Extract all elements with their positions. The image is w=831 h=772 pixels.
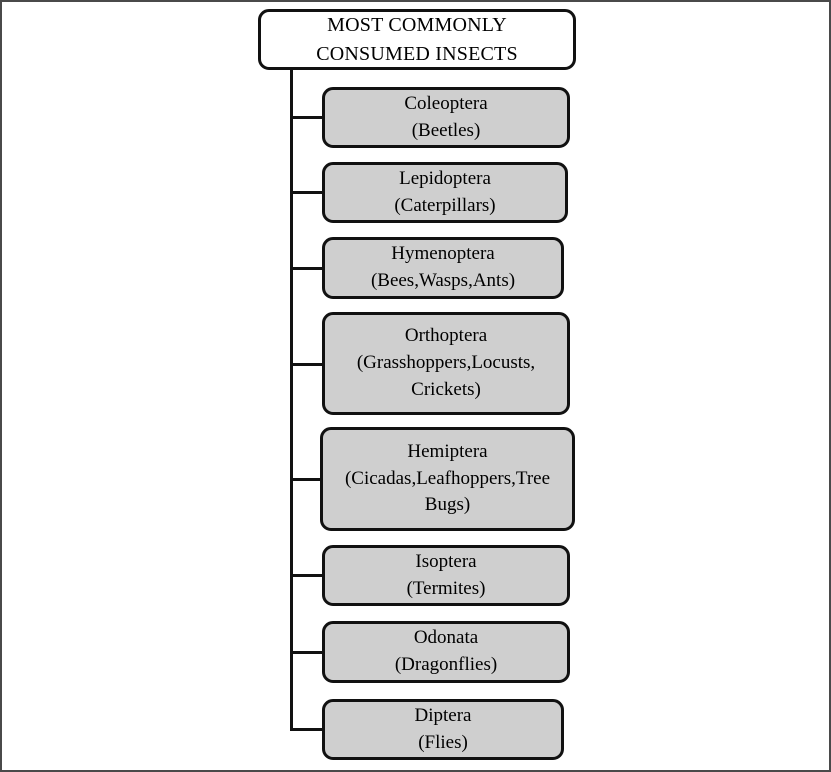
node-isoptera-order: Isoptera (415, 550, 477, 572)
node-odonata-common-name: (Dragonflies) (394, 654, 498, 675)
node-lepidoptera[interactable]: Lepidoptera (Caterpillars) (322, 162, 568, 223)
root-node-title-line1: MOST COMMONLY (327, 14, 507, 37)
connector-branch-diptera (290, 728, 324, 731)
node-hemiptera-order: Hemiptera (407, 440, 488, 462)
root-node-title-line2: CONSUMED INSECTS (316, 42, 518, 65)
node-hemiptera[interactable]: Hemiptera (Cicadas,Leafhoppers,Tree Bugs… (320, 427, 575, 531)
node-coleoptera-common-name: (Beetles) (411, 119, 481, 141)
connector-branch-lepidoptera (290, 191, 324, 194)
connector-branch-isoptera (290, 574, 324, 577)
connector-trunk-line (290, 70, 293, 731)
node-lepidoptera-common-name: (Caterpillars) (394, 194, 496, 216)
connector-branch-odonata (290, 651, 324, 654)
node-hymenoptera-order: Hymenoptera (391, 243, 495, 265)
node-diptera-order: Diptera (414, 704, 472, 726)
node-lepidoptera-order: Lepidoptera (399, 167, 491, 189)
node-hymenoptera-common-name: (Bees,Wasps,Ants) (370, 270, 516, 291)
node-hymenoptera[interactable]: Hymenoptera (Bees,Wasps,Ants) (322, 237, 564, 299)
node-odonata[interactable]: Odonata (Dragonflies) (322, 621, 570, 683)
node-coleoptera-order: Coleoptera (404, 92, 488, 114)
connector-branch-hymenoptera (290, 267, 324, 270)
root-node-most-commonly-consumed-insects[interactable]: MOST COMMONLY CONSUMED INSECTS (258, 9, 576, 70)
node-diptera[interactable]: Diptera (Flies) (322, 699, 564, 760)
node-orthoptera-common-name-line2: Crickets) (411, 378, 481, 400)
node-isoptera-common-name: (Termites) (406, 577, 486, 599)
connector-branch-orthoptera (290, 363, 324, 366)
connector-branch-coleoptera (290, 116, 324, 119)
node-isoptera[interactable]: Isoptera (Termites) (322, 545, 570, 606)
node-odonata-order: Odonata (413, 627, 479, 649)
node-orthoptera-common-name-line1: (Grasshoppers,Locusts, (356, 352, 536, 374)
node-diptera-common-name: (Flies) (418, 731, 468, 753)
node-coleoptera[interactable]: Coleoptera (Beetles) (322, 87, 570, 148)
node-orthoptera-order: Orthoptera (404, 325, 488, 347)
node-hemiptera-common-name-line1: (Cicadas,Leafhoppers,Tree (344, 467, 551, 489)
connector-branch-hemiptera (290, 478, 324, 481)
node-hemiptera-common-name-line2: Bugs) (424, 494, 471, 516)
node-orthoptera[interactable]: Orthoptera (Grasshoppers,Locusts, Cricke… (322, 312, 570, 415)
